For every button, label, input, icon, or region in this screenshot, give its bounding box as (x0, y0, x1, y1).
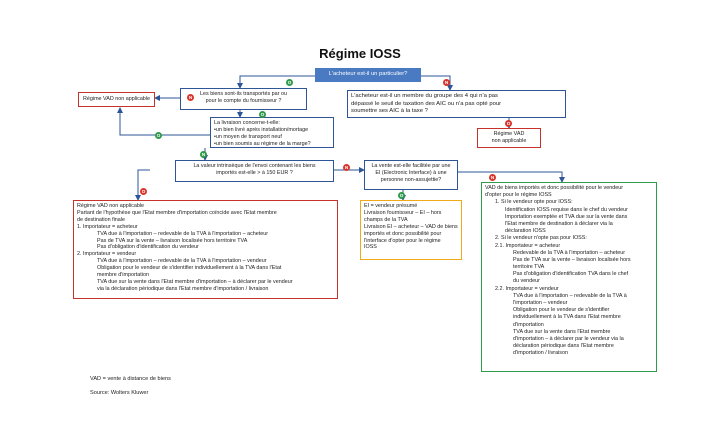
question-groupe-line: soumettre ses AIC à la taxe ? (351, 108, 428, 115)
ioss-line: 2. Si le vendeur n'opte pas pour IOSS: (495, 235, 587, 242)
ioss-line: TVA due à l'importation – redevable de l… (513, 292, 627, 299)
ioss-line: 2.1. Importateur = acheteur (495, 242, 561, 249)
badge-oui: O (155, 132, 162, 139)
result-box-vad-non-applicable-detail: Régime VAD non applicable Partant de l'h… (73, 200, 338, 299)
badge-non: N (343, 164, 350, 171)
livraison-line: La livraison concerne-t-elle: (214, 120, 280, 126)
detail-line: Partant de l'hypothèse que l'Etat membre… (77, 209, 277, 216)
detail-line: Régime VAD non applicable (77, 203, 145, 209)
question-particulier: L'acheteur est-il un particulier? (315, 68, 421, 82)
badge-non: N (443, 79, 450, 86)
detail-line: TVA due à l'importation – redevable de l… (97, 258, 267, 265)
ioss-line: Pas de TVA sur la vente – livraison loca… (513, 256, 631, 263)
detail-line: Obligation pour le vendeur de s'identifi… (97, 265, 282, 272)
question-ei-line: personne non-assujettie? (380, 176, 442, 183)
question-transport-line: Les biens sont-ils transportés par ou (200, 91, 287, 97)
badge-oui: O (505, 120, 512, 127)
ioss-line: l'importation – vendeur (513, 300, 568, 306)
ioss-line: Importation exemptée et TVA due sur la v… (505, 213, 628, 220)
detail-line: 2. Importateur = vendeur (77, 251, 137, 258)
livraison-line: •un bien livré après installation/mortag… (214, 126, 309, 133)
ei-detail-line: EI = vendeur présumé (364, 203, 418, 209)
ioss-line: d'importation / livraison (513, 350, 568, 357)
result-vad-left-text: Régime VAD non applicable (82, 96, 151, 103)
source-note: Source: Wolters Kluwer (90, 390, 149, 396)
detail-line: via la déclaration périodique dans l'Eta… (97, 285, 269, 292)
badge-oui: O (140, 188, 147, 195)
question-groupe-des-4: L'acheteur est-il un membre du groupe de… (347, 90, 566, 118)
badge-non: N (489, 174, 496, 181)
ioss-line: Redevable de la TVA à l'importation – ac… (513, 249, 626, 256)
question-ei-line: La vente est-elle facilitée par une (371, 163, 451, 169)
detail-line: Pas d'obligation d'identification du ven… (97, 244, 199, 251)
footnote: VAD = vente à distance de biens (90, 376, 171, 382)
ioss-line: déclaration périodique dans l'Etat membr… (513, 343, 614, 350)
question-livraison: La livraison concerne-t-elle: •un bien l… (210, 117, 334, 148)
badge-oui: O (286, 79, 293, 86)
badge-non: N (200, 151, 207, 158)
question-groupe-line: dépassé le seuil de taxation des AIC ou … (351, 100, 502, 107)
result-vad-non-applicable-left: Régime VAD non applicable (78, 92, 155, 107)
question-electronic-interface: La vente est-elle facilitée par une EI (… (364, 160, 458, 190)
question-ei-line: EI (Electronic Interface) à une (375, 169, 447, 176)
ioss-line: 2.2. Importateur = vendeur (495, 285, 559, 292)
ioss-line: TVA due sur la vente dans l'Etat membre (513, 328, 611, 335)
ei-detail-line: importés et donc possibilité pour (364, 230, 442, 237)
question-transport: Les biens sont-ils transportés par ou po… (180, 88, 307, 110)
ioss-line: VAD de biens importés et donc possibilit… (485, 185, 624, 191)
detail-line: de destination finale (77, 216, 125, 223)
result-box-ei-vendeur-presume: EI = vendeur présumé Livraison fournisse… (360, 200, 462, 260)
detail-line: TVA due à l'importation – redevable de l… (97, 230, 269, 237)
ioss-line: déclaration IOSS (505, 228, 546, 235)
detail-line: TVA due sur la vente dans l'Etat membre … (97, 278, 293, 285)
ei-detail-line: IOSS (364, 244, 377, 251)
ei-detail-line: l'interface d'opter pour le régime (364, 237, 441, 244)
ioss-line: du vendeur (513, 278, 540, 285)
question-valeur-line: importés est-elle > à 150 EUR ? (216, 169, 293, 176)
ei-detail-line: Livraison EI – acheteur – VAD de biens (364, 223, 458, 230)
detail-line: membre d'importation (97, 272, 149, 279)
ioss-line: d'importation – à déclarer par le vendeu… (513, 335, 624, 342)
ei-detail-line: Livraison fournisseur – EI – hors (364, 209, 442, 216)
badge-oui: O (259, 111, 266, 118)
ioss-line: Identification IOSS requise dans le chef… (505, 206, 628, 213)
detail-line: Pas de TVA sur la vente – livraison loca… (97, 237, 248, 244)
ioss-line: d'opter pour le régime IOSS (485, 192, 552, 199)
question-valeur-150-eur: La valeur intrinsèque de l'envoi contena… (175, 160, 334, 182)
result-box-vad-ioss: VAD de biens importés et donc possibilit… (481, 182, 657, 372)
ei-detail-line: champs de la TVA (364, 216, 408, 223)
livraison-line: •un moyen de transport neuf (214, 133, 282, 140)
ioss-line: 1. Si le vendeur opte pour IOSS: (495, 199, 573, 206)
ioss-line: Obligation pour le vendeur de s'identifi… (513, 307, 610, 314)
result-vad-right-line: non applicable (491, 137, 527, 144)
badge-non: N (187, 94, 194, 101)
question-valeur-line: La valeur intrinsèque de l'envoi contena… (193, 163, 316, 169)
question-transport-line: pour le compte du fournisseur ? (205, 97, 282, 104)
page-title: Régime IOSS (319, 46, 401, 61)
detail-line: 1. Importateur = acheteur (77, 223, 138, 230)
question-groupe-line: L'acheteur est-il un membre du groupe de… (351, 93, 498, 99)
ioss-line: Pas d'obligation d'identification TVA da… (513, 271, 629, 278)
ioss-line: d'importation (513, 321, 544, 328)
badge-oui: O (398, 192, 405, 199)
ioss-line: individuellement à la TVA dans l'Etat me… (513, 314, 621, 321)
ioss-line: l'Etat membre de destination à déclarer … (505, 220, 613, 227)
livraison-line: •un bien soumis au régime de la marge? (214, 140, 311, 147)
result-vad-non-applicable-right: Régime VAD non applicable (477, 128, 541, 148)
question-particulier-text: L'acheteur est-il un particulier? (328, 71, 408, 78)
ioss-line: territoire TVA (513, 264, 545, 271)
result-vad-right-line: Régime VAD (493, 131, 525, 137)
